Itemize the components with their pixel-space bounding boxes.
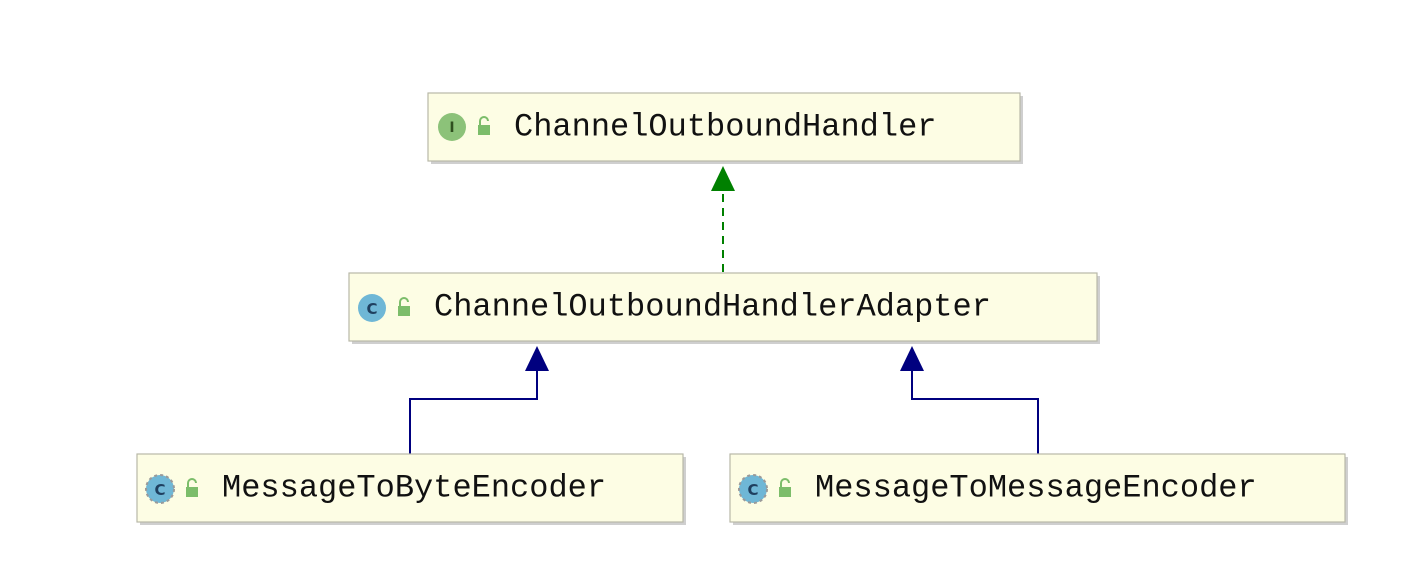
public-lock-icon <box>186 478 198 497</box>
public-lock-icon <box>478 116 490 135</box>
abstract-class-icon: C <box>738 474 768 504</box>
node-channel-outbound-handler[interactable]: I ChannelOutboundHandler <box>427 92 1023 164</box>
node-label: ChannelOutboundHandler <box>514 109 936 146</box>
svg-text:C: C <box>747 481 758 499</box>
edge-extends-message-encoder-to-adapter <box>911 368 1039 454</box>
node-label: MessageToByteEncoder <box>222 470 606 507</box>
arrowhead-extends-byte-encoder <box>525 346 549 371</box>
interface-icon: I <box>438 113 466 141</box>
edge-extends-byte-encoder-to-adapter <box>409 368 538 454</box>
svg-text:I: I <box>449 120 454 136</box>
arrowhead-implements <box>711 166 735 191</box>
node-message-to-byte-encoder[interactable]: C MessageToByteEncoder <box>136 453 686 525</box>
arrowhead-extends-message-encoder <box>900 346 924 371</box>
edges <box>409 166 1039 454</box>
abstract-class-icon: C <box>145 474 175 504</box>
svg-text:C: C <box>366 300 377 318</box>
public-lock-icon <box>398 297 410 316</box>
node-channel-outbound-handler-adapter[interactable]: C ChannelOutboundHandlerAdapter <box>348 272 1100 344</box>
node-label: MessageToMessageEncoder <box>815 470 1257 507</box>
node-message-to-message-encoder[interactable]: C MessageToMessageEncoder <box>729 453 1348 525</box>
class-icon: C <box>358 294 386 322</box>
svg-text:C: C <box>154 481 165 499</box>
public-lock-icon <box>779 478 791 497</box>
node-label: ChannelOutboundHandlerAdapter <box>434 289 991 326</box>
